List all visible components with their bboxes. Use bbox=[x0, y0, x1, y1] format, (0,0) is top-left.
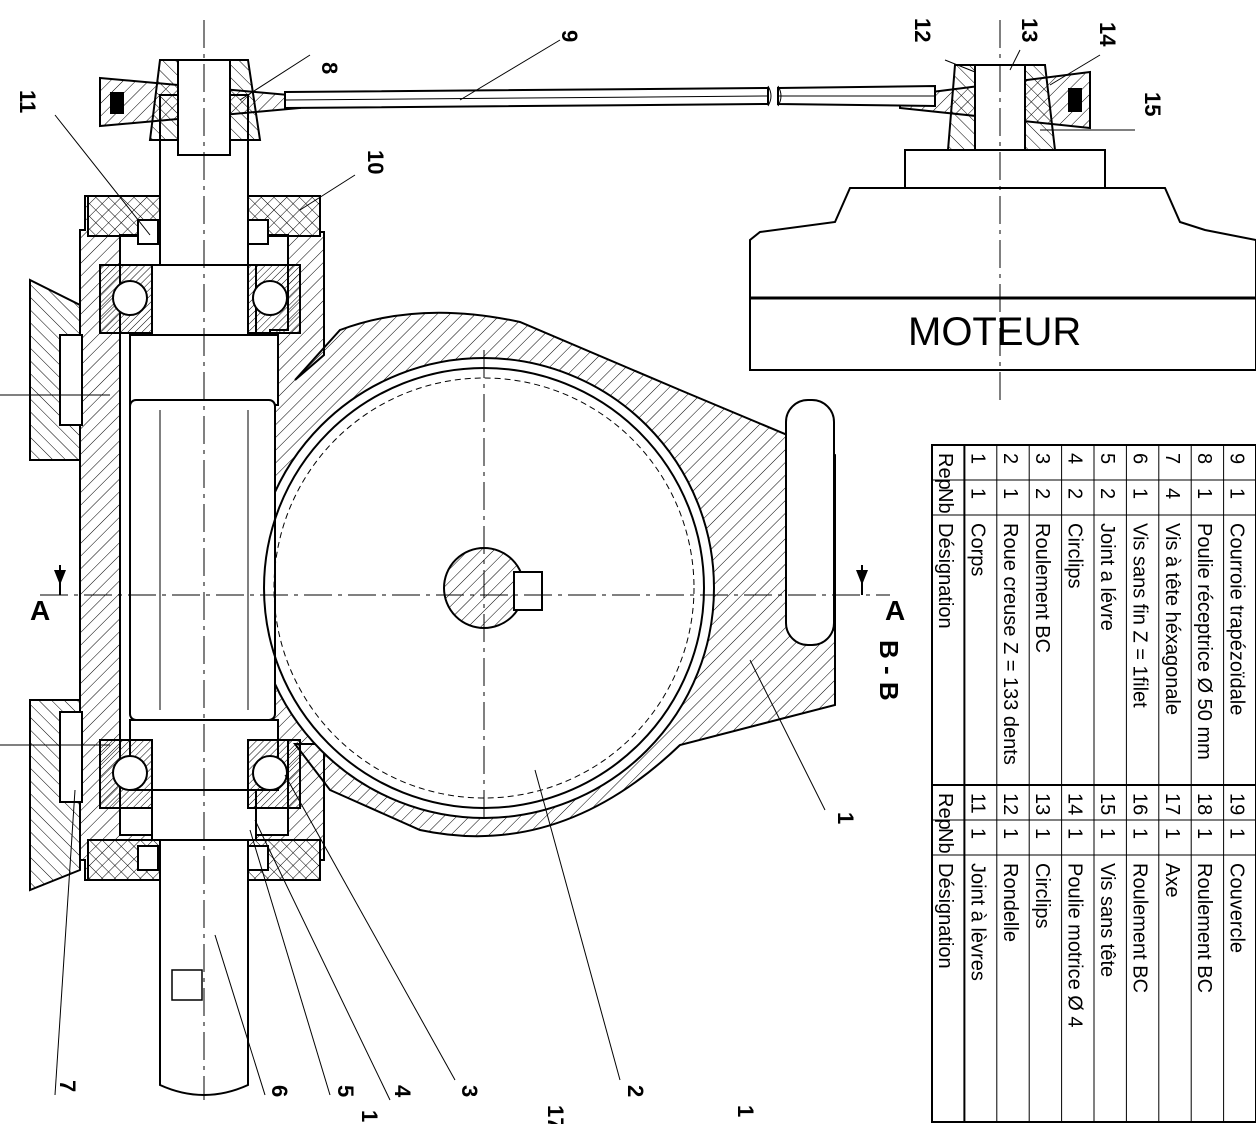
table-rep: 9 bbox=[1226, 453, 1248, 464]
belt bbox=[284, 84, 936, 110]
section-markers: A A bbox=[30, 565, 905, 626]
table-designation: Poulie réceptrice Ø 50 mm bbox=[1193, 523, 1215, 760]
callout-15: 15 bbox=[1140, 92, 1165, 116]
callout-8: 8 bbox=[317, 62, 342, 74]
table-rep: 5 bbox=[1096, 453, 1118, 464]
table-nb: 1 bbox=[1096, 828, 1118, 839]
table-designation: Vis à tête héxagonale bbox=[1161, 523, 1183, 715]
table-nb: 1 bbox=[1226, 828, 1248, 839]
table-nb: 1 bbox=[1128, 828, 1150, 839]
table-designation: Roue creuse Z = 133 dents bbox=[999, 523, 1021, 765]
table-rep: 2 bbox=[999, 453, 1021, 464]
callout-7: 7 bbox=[55, 1080, 80, 1092]
center-lines bbox=[0, 20, 1001, 1100]
table-designation: Roulement BC bbox=[1031, 523, 1053, 653]
cut-off-label-1b: 1 bbox=[733, 1105, 758, 1117]
table-designation: Couvercle bbox=[1226, 863, 1248, 953]
leader-lines bbox=[54, 39, 1135, 1101]
table-header-designation: Désignation bbox=[934, 863, 956, 969]
cut-label-right: A bbox=[885, 595, 905, 626]
callouts: 8 9 10 11 12 13 14 15 1 2 3 4 5 6 7 1 17… bbox=[15, 18, 1165, 1129]
callout-1: 1 bbox=[833, 812, 858, 824]
callout-12: 12 bbox=[910, 18, 935, 42]
callout-10: 10 bbox=[363, 150, 388, 174]
table-designation: Roulement BC bbox=[1128, 863, 1150, 993]
table-header-rep: Rep bbox=[934, 793, 956, 830]
table-rep: 18 bbox=[1193, 793, 1215, 815]
table-designation: Rondelle bbox=[999, 863, 1021, 942]
table-header-nb: Nb bbox=[934, 828, 956, 854]
table-nb: 2 bbox=[1096, 488, 1118, 499]
cut-off-label-17: 17 bbox=[543, 1105, 568, 1124]
table-rep: 17 bbox=[1161, 793, 1183, 815]
table-designation: Joint a lévre bbox=[1096, 523, 1118, 631]
table-designation: Vis sans tête bbox=[1096, 863, 1118, 977]
table-nb: 1 bbox=[966, 488, 988, 499]
table-designation: Axe bbox=[1161, 863, 1183, 897]
callout-9: 9 bbox=[557, 30, 582, 42]
table-rep: 15 bbox=[1096, 793, 1118, 815]
table-rep: 13 bbox=[1031, 793, 1053, 815]
table-nb: 1 bbox=[1031, 828, 1053, 839]
table-rep: 1 bbox=[966, 453, 988, 464]
table-rep: 6 bbox=[1128, 453, 1150, 464]
table-designation: Circlips bbox=[1064, 523, 1086, 589]
cut-label-left: A bbox=[30, 595, 50, 626]
callout-3: 3 bbox=[457, 1085, 482, 1097]
table-nb: 1 bbox=[1064, 828, 1086, 839]
table-header-designation: Désignation bbox=[934, 523, 956, 629]
receiving-pulley bbox=[99, 59, 301, 156]
table-nb: 2 bbox=[1031, 488, 1053, 499]
table-rep: 7 bbox=[1161, 453, 1183, 464]
callout-6: 6 bbox=[267, 1085, 292, 1097]
table-nb: 4 bbox=[1161, 488, 1183, 499]
table-rep: 8 bbox=[1193, 453, 1215, 464]
table-designation: Courroie trapézoïdale bbox=[1226, 523, 1248, 715]
callout-14: 14 bbox=[1095, 22, 1120, 47]
table-designation: Joint à lèvres bbox=[966, 863, 988, 981]
table-rep: 4 bbox=[1064, 453, 1086, 464]
table-nb: 1 bbox=[1161, 828, 1183, 839]
motor-label: MOTEUR bbox=[908, 310, 1081, 354]
callout-5: 5 bbox=[333, 1085, 358, 1097]
table-rep: 19 bbox=[1226, 793, 1248, 815]
table-nb: 1 bbox=[999, 828, 1021, 839]
table-header-nb: Nb bbox=[934, 488, 956, 514]
table-nb: 2 bbox=[1064, 488, 1086, 499]
table-nb: 1 bbox=[966, 828, 988, 839]
table-header-rep: Rep bbox=[934, 453, 956, 490]
table-designation: Circlips bbox=[1031, 863, 1053, 929]
table-rep: 16 bbox=[1128, 793, 1150, 815]
table-nb: 1 bbox=[1128, 488, 1150, 499]
table-rep: 11 bbox=[966, 793, 988, 814]
table-designation: Vis sans fin Z = 1filet bbox=[1128, 523, 1150, 708]
table-designation: Roulement BC bbox=[1193, 863, 1215, 993]
table-nb: 1 bbox=[1226, 488, 1248, 499]
section-label: B - B bbox=[874, 640, 904, 701]
motor: MOTEUR bbox=[749, 149, 1256, 371]
table-designation: Corps bbox=[966, 523, 988, 576]
table-rep: 3 bbox=[1031, 453, 1053, 464]
table-rep: 14 bbox=[1064, 793, 1086, 815]
cut-off-label-1: 1 bbox=[357, 1110, 382, 1122]
table-designation: Poulie motrice Ø 4 bbox=[1064, 863, 1086, 1028]
table-nb: 1 bbox=[1193, 488, 1215, 499]
table-nb: 1 bbox=[1193, 828, 1215, 839]
table-nb: 1 bbox=[999, 488, 1021, 499]
callout-13: 13 bbox=[1017, 18, 1042, 42]
callout-4: 4 bbox=[390, 1085, 415, 1098]
table-rep: 12 bbox=[999, 793, 1021, 815]
callout-11: 11 bbox=[15, 90, 40, 113]
callout-2: 2 bbox=[623, 1085, 648, 1097]
